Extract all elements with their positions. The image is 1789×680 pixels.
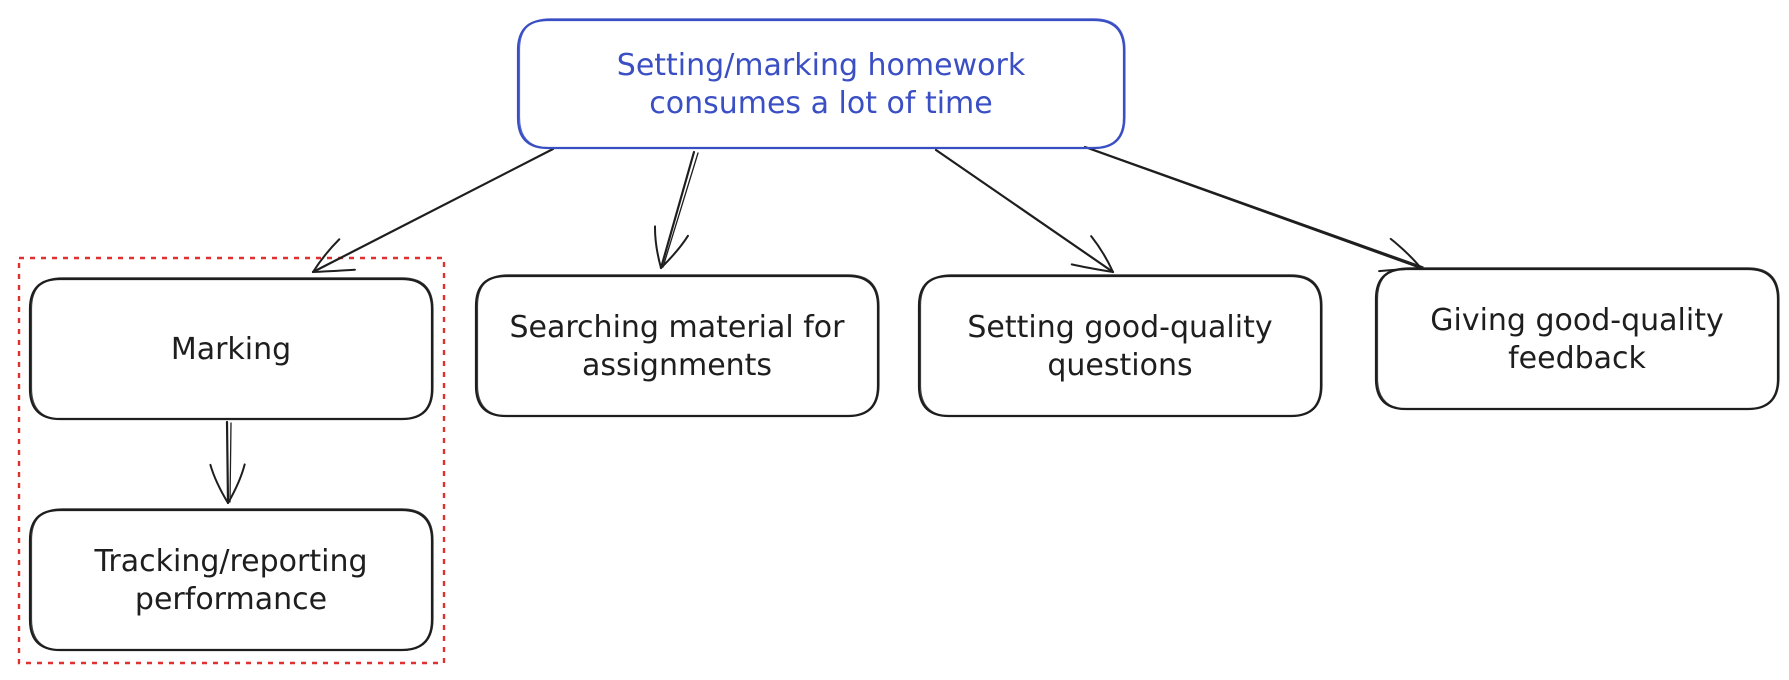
node-root-label-line-1: Setting/marking homework <box>617 48 1026 83</box>
edge-root-to-setting <box>934 148 1115 274</box>
edge-arrowhead-stroke <box>1090 235 1114 273</box>
edge-arrowhead-stroke <box>660 234 689 269</box>
node-giving-label-line-2: feedback <box>1508 341 1646 376</box>
highlight-dashed-frame <box>17 256 446 665</box>
node-tracking-label-line-2: performance <box>135 582 327 617</box>
node-marking: Marking <box>28 277 434 421</box>
node-root-label-line-2: consumes a lot of time <box>649 86 993 121</box>
highlight-group <box>17 256 446 665</box>
edge-arrowhead-stroke <box>227 463 246 504</box>
edges-group <box>209 145 1424 505</box>
node-giving-outline-sketch <box>1376 267 1780 410</box>
edge-root-to-giving <box>1083 145 1424 273</box>
edge-root-to-marking <box>311 147 555 274</box>
node-marking-outline-sketch <box>30 277 434 420</box>
node-tracking-outline <box>28 508 434 652</box>
node-searching-label-line-2: assignments <box>582 348 772 383</box>
edge-arrowhead-stroke <box>209 463 229 504</box>
node-giving-label-line-1: Giving good-quality <box>1430 303 1724 338</box>
node-searching-outline <box>474 274 880 418</box>
node-setting-label-line-1: Setting good-quality <box>967 310 1272 345</box>
node-marking-label-line-1: Marking <box>171 332 291 367</box>
edge-arrowhead-stroke <box>1070 263 1114 273</box>
node-searching-label-line-1: Searching material for <box>510 310 846 345</box>
node-tracking-outline-sketch <box>30 508 434 651</box>
edge-arrowhead-stroke <box>1389 237 1422 269</box>
edge-arrowhead-stroke <box>654 225 662 269</box>
node-root-outline <box>516 18 1126 150</box>
node-searching-outline-sketch <box>476 274 880 417</box>
node-root-outline-sketch <box>518 18 1126 149</box>
edge-root-to-searching <box>654 150 699 270</box>
node-setting-outline-sketch <box>919 274 1323 417</box>
edge-marking-to-tracking <box>209 420 246 505</box>
edge-arrowhead-stroke <box>312 268 356 273</box>
node-giving-outline <box>1374 267 1780 411</box>
edge-arrowhead-stroke <box>312 238 341 273</box>
node-tracking-label-line-1: Tracking/reporting <box>93 544 367 579</box>
node-setting-outline <box>917 274 1323 418</box>
node-setting-label-line-2: questions <box>1047 348 1192 383</box>
